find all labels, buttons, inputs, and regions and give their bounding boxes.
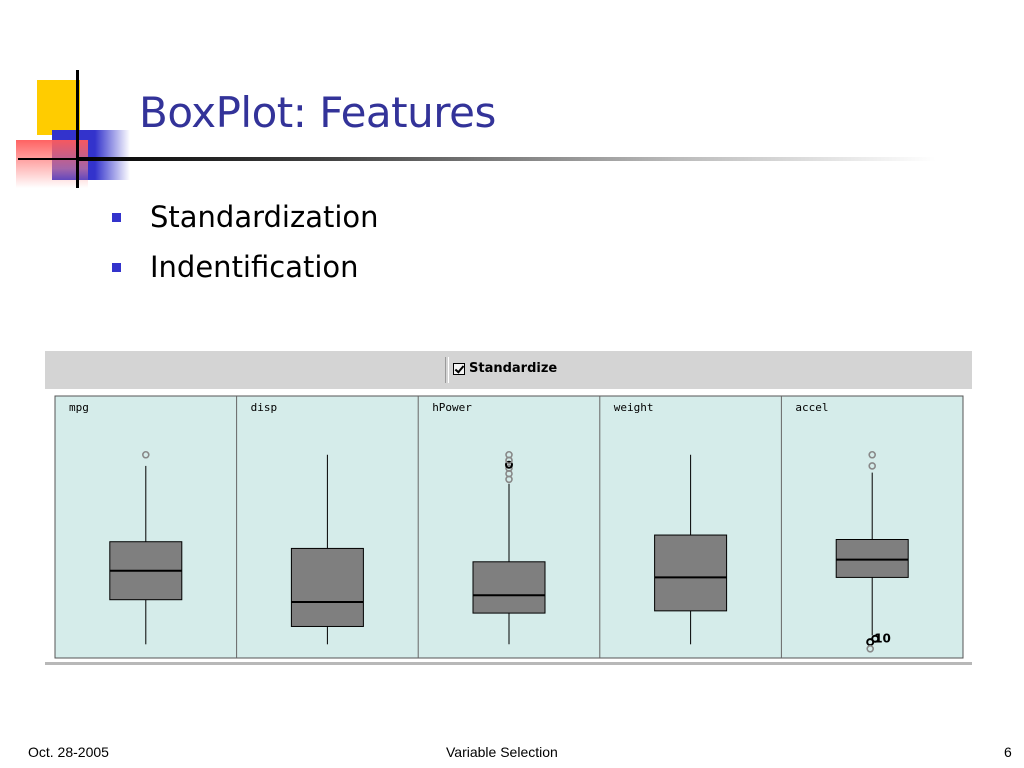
panel-label-hPower: hPower [432,401,472,414]
toolbar-separator [445,357,449,383]
outlier-point-mpg [142,450,150,459]
panel-label-weight: weight [614,401,654,414]
box-hPower [472,561,546,614]
outlier-point-hPower [505,460,513,469]
box-accel [835,539,909,578]
outlier-label-accel: 10 [874,632,891,646]
box-disp [290,547,364,627]
bullet-square-icon [112,213,121,222]
title-underline [76,157,936,161]
bullet-square-icon [112,263,121,272]
bullet-text: Standardization [150,200,379,234]
panel-label-mpg: mpg [69,401,89,414]
bullet-item: Indentification [112,246,379,296]
slide-title: BoxPlot: Features [139,88,496,137]
outlier-point-hPower [505,464,513,472]
boxplot-toolbar: Standardize [45,351,972,389]
footer-date: Oct. 28-2005 [28,744,109,760]
bullet-item: Standardization [112,196,379,246]
logo-yellow-square [37,80,80,135]
outlier-point-accel [866,644,875,653]
standardize-checkbox[interactable] [453,363,465,375]
bullet-list: Standardization Indentification [112,196,379,296]
outlier-point-accel [871,634,880,643]
boxplot-chart: mpg disp hPower weight accel 10 [54,395,964,659]
outlier-point-hPower [505,450,513,459]
footer-page-number: 6 [1004,744,1012,760]
logo-vertical-line [76,70,79,188]
screenshot-bottom-edge [45,662,972,665]
bullet-text: Indentification [150,250,359,284]
panel-label-disp: disp [251,401,278,414]
boxplot-screenshot: Standardize mpg disp hPower weight accel 10 [45,351,972,667]
standardize-label[interactable]: Standardize [469,361,558,376]
footer-title: Variable Selection [446,744,558,760]
panel-label-accel: accel [795,401,828,414]
box-weight [654,534,728,612]
slide-logo [0,0,140,200]
outlier-point-accel [868,450,877,459]
outlier-point-accel [868,462,877,470]
logo-horizontal-line [18,158,78,160]
